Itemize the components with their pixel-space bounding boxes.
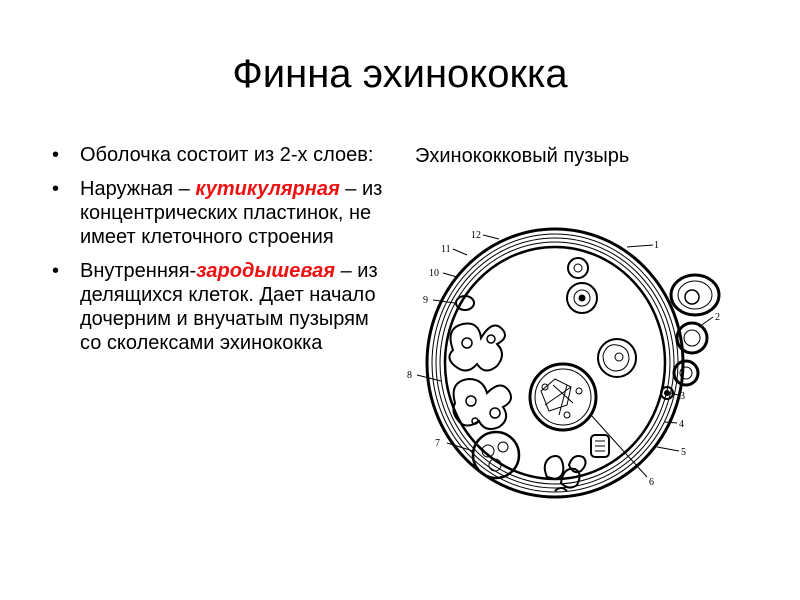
term-germinal: зародышевая bbox=[196, 260, 336, 282]
bullet-item-inner-layer: Внутренняя-зародышевая – из делящихся кл… bbox=[44, 259, 389, 355]
brood-capsule bbox=[448, 322, 506, 372]
echinococcus-cyst-diagram: 1 2 3 4 5 6 7 8 9 10 11 12 bbox=[395, 215, 755, 515]
leader-line-9 bbox=[432, 299, 456, 304]
leader-line-1 bbox=[626, 244, 654, 248]
leader-line-6 bbox=[590, 414, 648, 478]
external-vesicle bbox=[672, 359, 700, 387]
daughter-vesicle bbox=[597, 338, 637, 378]
central-daughter-cyst bbox=[528, 362, 598, 432]
daughter-vesicle bbox=[566, 282, 598, 314]
term-cuticular: кутикулярная bbox=[195, 178, 340, 200]
cyst-wall-layer bbox=[439, 241, 671, 485]
diagram-label-9: 9 bbox=[423, 295, 428, 306]
leader-line-12 bbox=[482, 234, 500, 240]
diagram-label-11: 11 bbox=[441, 244, 451, 255]
bullet-text: Оболочка состоит из 2-х слоев: bbox=[80, 144, 374, 166]
leader-line-10 bbox=[442, 272, 458, 278]
budding-vesicles bbox=[543, 455, 587, 492]
cyst-drawing: 1 2 3 4 5 6 7 8 9 10 11 12 bbox=[407, 227, 721, 499]
slide-title: Финна эхинококка bbox=[232, 52, 568, 96]
diagram-label-7: 7 bbox=[435, 438, 440, 449]
external-vesicle bbox=[675, 321, 709, 355]
diagram-label-6: 6 bbox=[649, 477, 654, 488]
bullet-list: Оболочка состоит из 2-х слоев: Наружная … bbox=[44, 143, 389, 365]
bullet-item-outer-layer: Наружная – кутикулярная – из концентриче… bbox=[44, 177, 389, 249]
diagram-label-12: 12 bbox=[471, 230, 481, 241]
bullet-item-shell: Оболочка состоит из 2-х слоев: bbox=[44, 143, 389, 167]
daughter-vesicle bbox=[455, 295, 475, 311]
brood-capsule bbox=[452, 377, 512, 430]
diagram-caption: Эхинококковый пузырь bbox=[415, 145, 630, 167]
diagram-label-5: 5 bbox=[681, 447, 686, 458]
diagram-label-8: 8 bbox=[407, 370, 412, 381]
leader-line-2 bbox=[698, 316, 714, 328]
external-daughter-cyst bbox=[669, 273, 721, 317]
cyst-wall-layer bbox=[431, 233, 679, 493]
bullet-text-pre: Наружная – bbox=[80, 178, 196, 200]
leader-line-7 bbox=[446, 442, 474, 452]
daughter-vesicle bbox=[567, 257, 589, 279]
leader-line-8 bbox=[416, 374, 442, 382]
daughter-vesicle bbox=[471, 430, 521, 480]
diagram-label-10: 10 bbox=[429, 268, 439, 279]
budding-vesicle-in-wall bbox=[660, 386, 674, 400]
leader-line-11 bbox=[452, 248, 468, 256]
cyst-inner-wall bbox=[443, 245, 667, 481]
leader-line-5 bbox=[656, 446, 680, 452]
cyst-outer-wall bbox=[425, 227, 685, 499]
bullet-text-post: – из делящихся клеток. Дает начало дочер… bbox=[80, 260, 378, 354]
leader-line-4 bbox=[664, 421, 678, 424]
bullet-text-pre: Внутренняя- bbox=[80, 260, 197, 282]
diagram-label-2: 2 bbox=[715, 312, 720, 323]
diagram-label-4: 4 bbox=[679, 419, 684, 430]
cyst-wall-layer bbox=[435, 237, 675, 489]
diagram-label-3: 3 bbox=[680, 391, 685, 402]
bullet-text-post: – из концентрических пластинок, не имеет… bbox=[80, 178, 383, 248]
daughter-vesicle bbox=[590, 434, 610, 458]
diagram-label-1: 1 bbox=[654, 240, 659, 251]
leader-line-3 bbox=[670, 392, 679, 396]
